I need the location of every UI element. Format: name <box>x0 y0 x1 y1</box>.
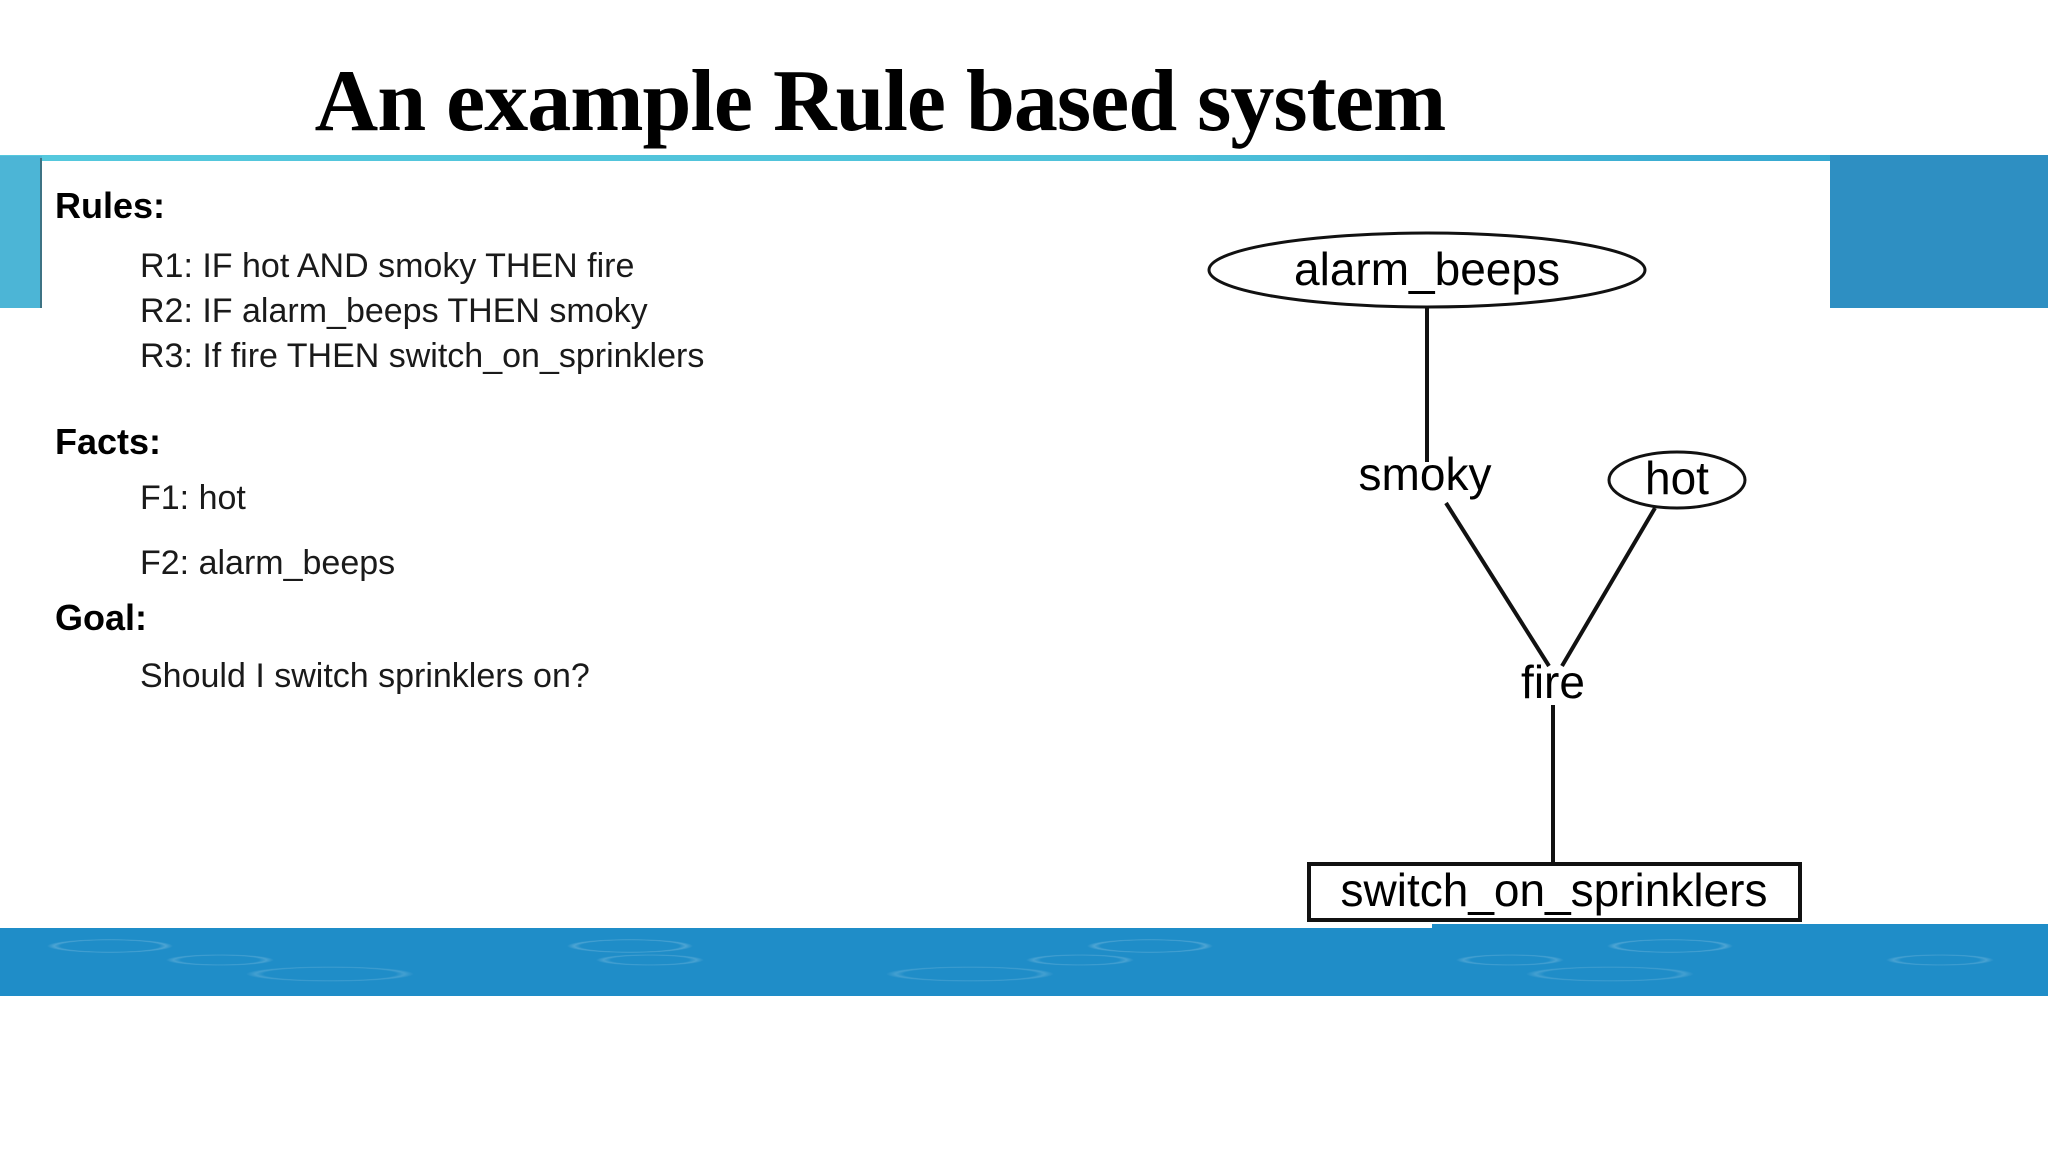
bottom-bar-step <box>1432 924 2048 930</box>
fact-f1: F1: hot <box>140 479 246 517</box>
node-sprinklers-box <box>1307 862 1802 922</box>
goal-question: Should I switch sprinklers on? <box>140 657 590 695</box>
rule-r1: R1: IF hot AND smoky THEN fire <box>140 247 635 285</box>
node-sprinklers-label: switch_on_sprinklers <box>1341 864 1768 916</box>
edge-smoky-to-fire <box>1444 501 1551 668</box>
inference-diagram: alarm_beeps smoky hot fire switch_on_spr… <box>1207 231 1802 922</box>
node-alarm-beeps-ellipse <box>1207 231 1647 309</box>
node-hot-ellipse <box>1607 450 1747 510</box>
bottom-accent-bar <box>0 928 2048 996</box>
goal-heading: Goal: <box>55 597 148 638</box>
node-hot-label: hot <box>1645 452 1709 504</box>
slide-title: An example Rule based system <box>314 53 1447 150</box>
rules-heading: Rules: <box>55 185 166 226</box>
node-smoky-label: smoky <box>1359 448 1492 500</box>
right-accent-block <box>1830 155 2048 308</box>
node-fire-label: fire <box>1521 656 1585 708</box>
node-alarm-beeps-label: alarm_beeps <box>1294 243 1560 295</box>
facts-heading: Facts: <box>55 421 162 462</box>
content-box-edge <box>40 158 42 308</box>
rule-r3: R3: If fire THEN switch_on_sprinklers <box>140 337 705 375</box>
fact-f2: F2: alarm_beeps <box>140 544 396 582</box>
edge-hot-to-fire <box>1560 506 1657 668</box>
top-accent-line <box>0 155 2048 161</box>
left-accent-strip <box>0 156 42 308</box>
rule-r2: R2: IF alarm_beeps THEN smoky <box>140 292 648 330</box>
